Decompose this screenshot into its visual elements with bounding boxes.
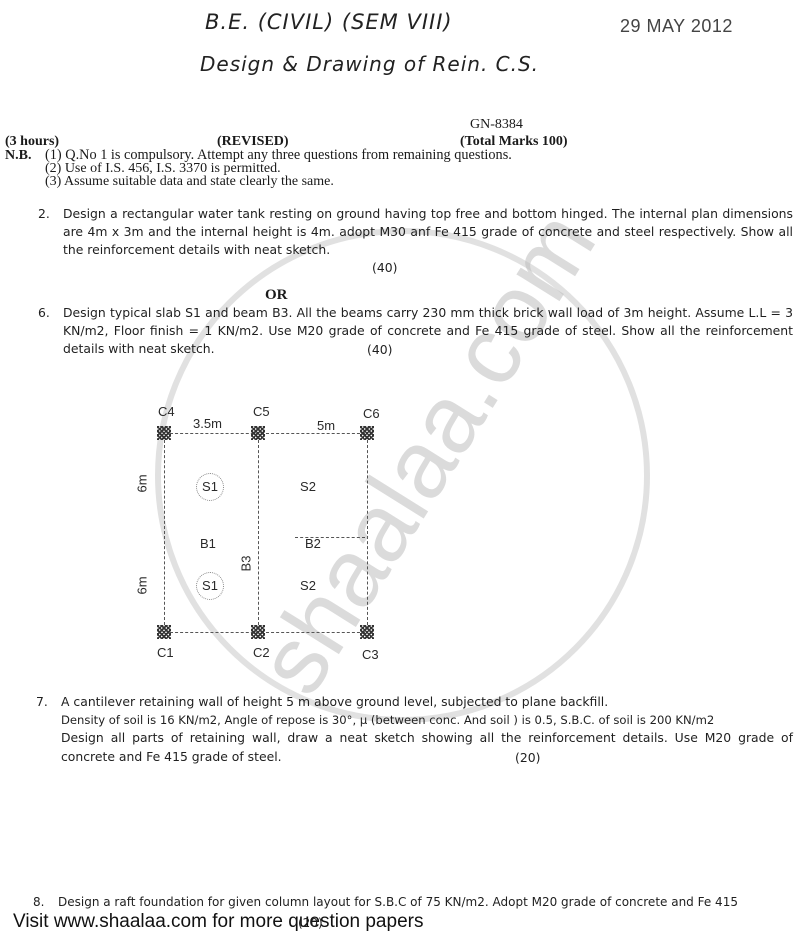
note-3: (3) Assume suitable data and state clear…	[45, 174, 334, 189]
question-8: 8. Design a raft foundation for given co…	[33, 893, 795, 915]
question-2-marks: (40)	[372, 260, 398, 275]
question-2: 2. Design a rectangular water tank resti…	[38, 205, 793, 265]
or-separator: OR	[265, 287, 288, 303]
label-c1: C1	[157, 645, 174, 660]
question-text: Design a raft foundation for given colum…	[58, 895, 738, 909]
note-1: (1) Q.No 1 is compulsory. Attempt any th…	[45, 147, 512, 163]
question-number: 6.	[38, 305, 50, 320]
paper-code: GN-8384	[470, 117, 523, 132]
question-text: Design typical slab S1 and beam B3. All …	[63, 305, 793, 357]
question-7-line-2: Density of soil is 16 KN/m2, Angle of re…	[61, 713, 715, 728]
question-number: 2.	[38, 206, 50, 221]
span-bottom-bay: 6m	[134, 576, 150, 595]
question-number: 7.	[36, 694, 48, 709]
watermark-ring	[155, 228, 650, 723]
question-number: 8.	[33, 895, 45, 909]
duration: (3 hours)	[5, 134, 60, 149]
subject-heading: Design & Drawing of Rein. C.S.	[200, 52, 540, 76]
revised-label: (REVISED)	[217, 134, 289, 149]
question-text: Design a rectangular water tank resting …	[63, 206, 793, 258]
question-7-line-1: A cantilever retaining wall of height 5 …	[61, 694, 609, 709]
course-heading: B.E. (CIVIL) (SEM VIII)	[205, 10, 453, 34]
question-7-line-3: Design all parts of retaining wall, draw…	[61, 730, 793, 764]
question-text: A cantilever retaining wall of height 5 …	[61, 693, 793, 766]
column-c1	[157, 625, 171, 639]
span-top-bay: 6m	[134, 474, 150, 493]
question-8-marks: (20)	[298, 916, 323, 930]
question-6-marks: (40)	[367, 342, 393, 357]
total-marks: (Total Marks 100)	[460, 134, 568, 149]
nb-label: N.B.	[5, 148, 32, 163]
footer-link[interactable]: Visit www.shaalaa.com for more question …	[13, 911, 424, 932]
date-stamp: 29 MAY 2012	[620, 16, 733, 36]
note-2: (2) Use of I.S. 456, I.S. 3370 is permit…	[45, 161, 281, 176]
question-6: 6. Design typical slab S1 and beam B3. A…	[38, 304, 793, 364]
question-7: 7. A cantilever retaining wall of height…	[36, 693, 793, 773]
question-7-marks: (20)	[515, 750, 541, 765]
